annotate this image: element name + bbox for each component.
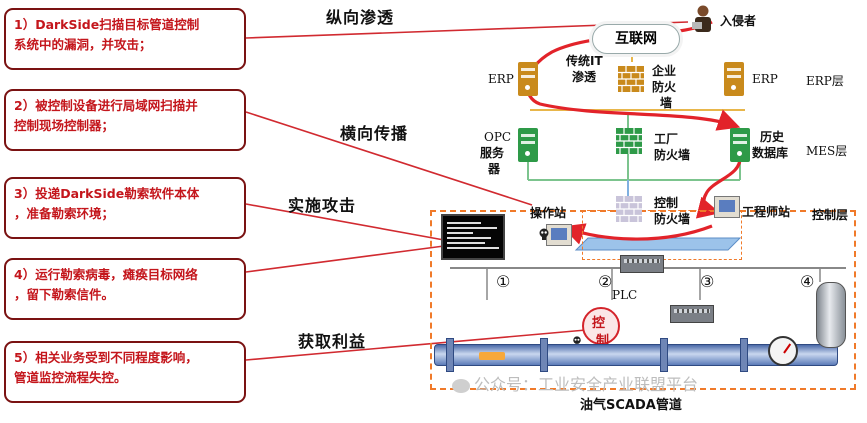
step-1-line-1: 1）DarkSide扫描目标管道控制 [14, 17, 200, 32]
step-box-4: 4）运行勒索病毒，瘫痪目标网络 ，留下勒索信件。 [4, 258, 246, 320]
internet-cloud: 互联网 [592, 24, 680, 54]
mes-network-line [527, 150, 741, 181]
opc-line-3: 器 [488, 162, 501, 176]
field-drop-lines [486, 268, 821, 300]
control-badge [582, 307, 620, 345]
pipeline [434, 344, 838, 366]
ctrl-fw-line-1: 控制 [654, 196, 679, 210]
ent-fw-line-2: 防火 [652, 80, 677, 94]
pipe-flange [446, 338, 454, 372]
watermark: 公众号：工业安全产业联盟平台 [452, 371, 698, 395]
operator-label: 操作站 [530, 206, 567, 220]
pipe-marker [479, 352, 505, 360]
step-5-line-1: 5）相关业务受到不同程度影响， [14, 350, 198, 365]
step-box-5: 5）相关业务受到不同程度影响， 管道监控流程失控。 [4, 341, 246, 403]
plc-icon [670, 305, 714, 323]
attack-path-down [695, 155, 742, 219]
plc-icon [620, 255, 664, 273]
ctrl-badge-char-1: 控 [592, 316, 606, 331]
control-zone [430, 210, 856, 390]
zone-number-3: ③ [700, 272, 715, 291]
step-2-line-2: 控制现场控制器； [14, 118, 115, 133]
wechat-icon [452, 378, 470, 393]
server-icon [518, 62, 538, 96]
zone-number-2: ② [598, 272, 613, 291]
step-box-1: 1）DarkSide扫描目标管道控制 系统中的漏洞，并攻击； [4, 8, 246, 70]
pipe-flange [540, 338, 548, 372]
zone-number-1: ① [496, 272, 511, 291]
mes-layer-label: MES层 [806, 144, 848, 158]
pipeline-label: 油气SCADA管道 [580, 398, 682, 413]
step-5-line-2: 管道监控流程失控。 [14, 370, 127, 385]
server-icon [724, 62, 744, 96]
skull-icon [573, 336, 581, 344]
callout-line-2 [245, 111, 533, 206]
it-pen-line-2: 渗透 [572, 70, 597, 84]
callout-line-5 [245, 329, 587, 361]
firewall-icon [618, 66, 644, 92]
watermark-text: 公众号：工业安全产业联盟平台 [474, 375, 699, 394]
hist-line-1: 历史 [760, 130, 785, 144]
pipe-flange [740, 338, 748, 372]
control-network-band [574, 237, 742, 251]
callout-line-4 [245, 245, 445, 273]
step-4-line-1: 4）运行勒索病毒，瘫痪目标网络 [14, 267, 198, 282]
phase-attack: 实施攻击 [288, 196, 357, 215]
phase-lateral: 横向传播 [340, 124, 409, 143]
pipe-flange [660, 338, 668, 372]
firewall-icon [616, 128, 642, 154]
step-2-line-1: 2）被控制设备进行局域网扫描并 [14, 98, 198, 113]
factory-fw-line-1: 工厂 [654, 132, 679, 146]
hist-line-2: 数据库 [752, 146, 789, 160]
intruder-label: 入侵者 [720, 14, 757, 28]
callout-line-3 [245, 203, 445, 241]
erp-left-label: ERP [488, 72, 514, 86]
tank-icon [816, 282, 846, 348]
step-1-line-2: 系统中的漏洞，并攻击； [14, 37, 152, 52]
hacker-icon [692, 5, 711, 32]
step-4-line-2: ，留下勒索信件。 [14, 287, 115, 302]
it-pen-line-1: 传统IT [566, 54, 603, 68]
server-icon [518, 128, 538, 162]
firewall-icon [616, 196, 642, 222]
ent-fw-line-1: 企业 [652, 64, 677, 78]
attack-path-lateral [561, 223, 713, 245]
phase-profit: 获取利益 [298, 332, 367, 351]
workstation-icon [714, 196, 740, 218]
skull-icon [539, 228, 549, 240]
step-3-line-2: ，准备勒索环境； [14, 206, 115, 221]
phase-vertical: 纵向渗透 [326, 8, 395, 27]
engineer-label: 工程师站 [742, 205, 791, 219]
erp-layer-label: ERP层 [806, 74, 844, 88]
step-box-3: 3）投递DarkSide勒索软件本体 ，准备勒索环境； [4, 177, 246, 239]
step-box-2: 2）被控制设备进行局域网扫描并 控制现场控制器； [4, 89, 246, 151]
control-layer-label: 控制层 [812, 208, 849, 222]
pressure-gauge-icon [768, 336, 798, 366]
step-3-line-1: 3）投递DarkSide勒索软件本体 [14, 186, 200, 201]
opc-line-2: 服务 [480, 146, 505, 160]
factory-fw-line-2: 防火墙 [654, 148, 691, 162]
zone-number-4: ④ [800, 272, 815, 291]
opc-line-1: OPC [484, 130, 512, 144]
erp-right-label: ERP [752, 72, 778, 86]
ent-fw-line-3: 墙 [660, 96, 673, 110]
plc-label: PLC [612, 288, 638, 302]
ransom-screen [441, 214, 505, 260]
ctrl-fw-line-2: 防火墙 [654, 212, 691, 226]
workstation-icon [546, 224, 572, 246]
server-icon [730, 128, 750, 162]
